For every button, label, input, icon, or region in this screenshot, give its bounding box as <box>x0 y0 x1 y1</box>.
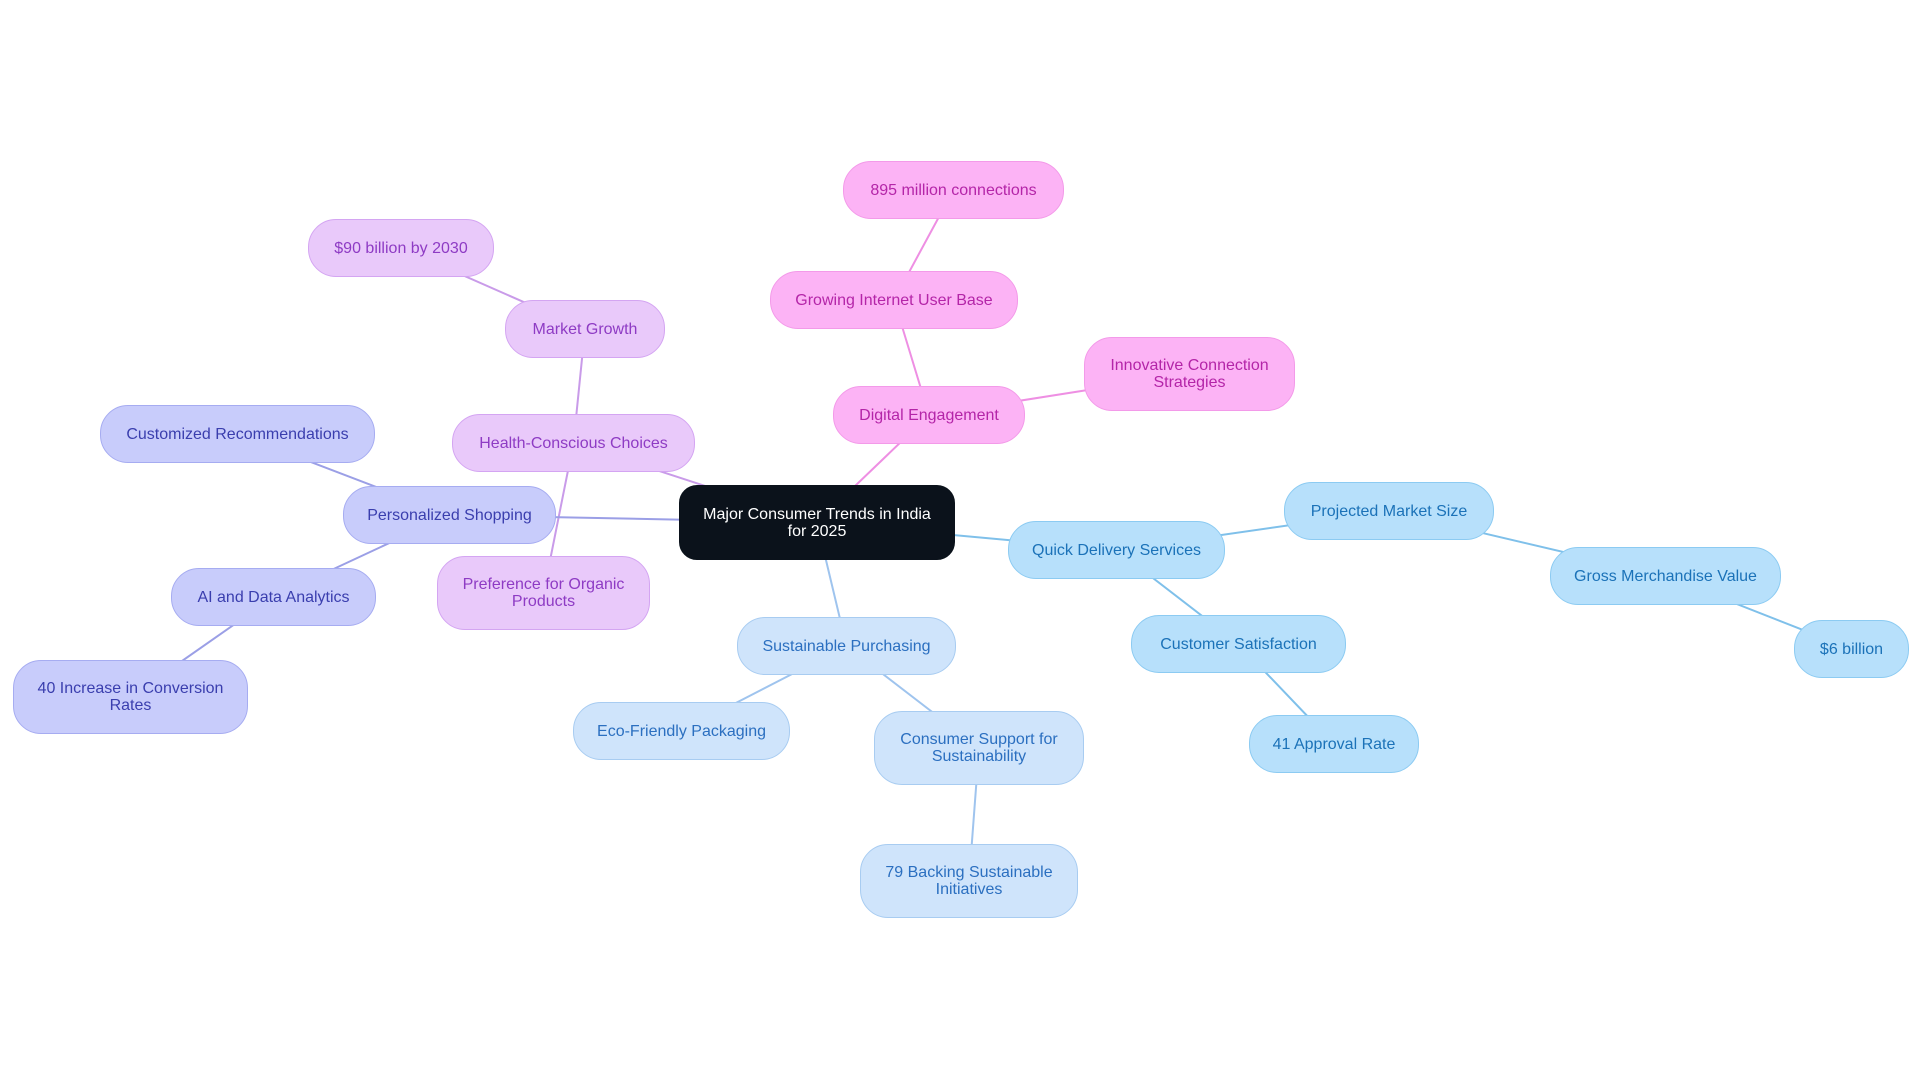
node-895-million-connections[interactable]: 895 million connections <box>843 161 1064 219</box>
root-node[interactable]: Major Consumer Trends in India for 2025 <box>679 485 955 560</box>
node-79-backing-sustainable-initiatives[interactable]: 79 Backing Sustainable Initiatives <box>860 844 1078 918</box>
node-health-conscious-choices[interactable]: Health-Conscious Choices <box>452 414 695 472</box>
node-gross-merchandise-value[interactable]: Gross Merchandise Value <box>1550 547 1781 605</box>
node-growing-internet-user-base[interactable]: Growing Internet User Base <box>770 271 1018 329</box>
node-customer-satisfaction[interactable]: Customer Satisfaction <box>1131 615 1346 673</box>
node-personalized-shopping[interactable]: Personalized Shopping <box>343 486 556 544</box>
node-projected-market-size[interactable]: Projected Market Size <box>1284 482 1494 540</box>
node-market-growth[interactable]: Market Growth <box>505 300 665 358</box>
node-consumer-support-for-sustainability[interactable]: Consumer Support for Sustainability <box>874 711 1084 785</box>
node-40-increase-in-conversion-rates[interactable]: 40 Increase in Conversion Rates <box>13 660 248 734</box>
node-customized-recommendations[interactable]: Customized Recommendations <box>100 405 375 463</box>
node-90-billion-by-2030[interactable]: $90 billion by 2030 <box>308 219 494 277</box>
node-innovative-connection-strategies[interactable]: Innovative Connection Strategies <box>1084 337 1295 411</box>
node-preference-for-organic-products[interactable]: Preference for Organic Products <box>437 556 650 630</box>
node-digital-engagement[interactable]: Digital Engagement <box>833 386 1025 444</box>
node-sustainable-purchasing[interactable]: Sustainable Purchasing <box>737 617 956 675</box>
node-eco-friendly-packaging[interactable]: Eco-Friendly Packaging <box>573 702 790 760</box>
node-41-approval-rate[interactable]: 41 Approval Rate <box>1249 715 1419 773</box>
node-quick-delivery-services[interactable]: Quick Delivery Services <box>1008 521 1225 579</box>
node-6-billion[interactable]: $6 billion <box>1794 620 1909 678</box>
node-ai-and-data-analytics[interactable]: AI and Data Analytics <box>171 568 376 626</box>
